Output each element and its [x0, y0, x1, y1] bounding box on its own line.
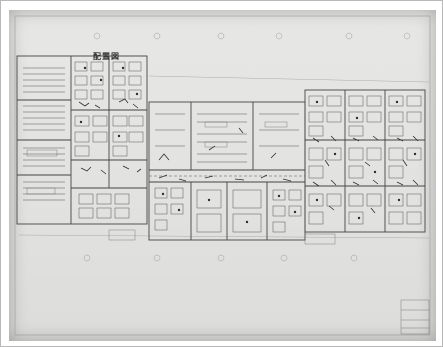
label-blocks	[26, 121, 336, 245]
fixture-dots	[79, 66, 417, 224]
grid-markers-top	[93, 32, 411, 40]
left-wing-furniture	[23, 67, 65, 201]
right-wing-rooms	[308, 95, 422, 225]
drawing-title: 配置図	[93, 51, 120, 61]
grid-markers-bottom	[83, 254, 358, 262]
middle-block-rooms	[154, 187, 302, 233]
left-wing	[16, 55, 148, 225]
title-block	[400, 299, 430, 335]
equipment-marks	[78, 98, 419, 214]
blueprint-sheet: 配置図	[9, 10, 436, 341]
grid-axis-line-top	[148, 75, 430, 83]
drawing-border	[14, 15, 431, 336]
right-wing	[304, 89, 426, 233]
grid-axis-line	[18, 234, 430, 239]
floor-plan-drawing	[14, 15, 431, 336]
left-wing-rooms	[74, 61, 144, 219]
